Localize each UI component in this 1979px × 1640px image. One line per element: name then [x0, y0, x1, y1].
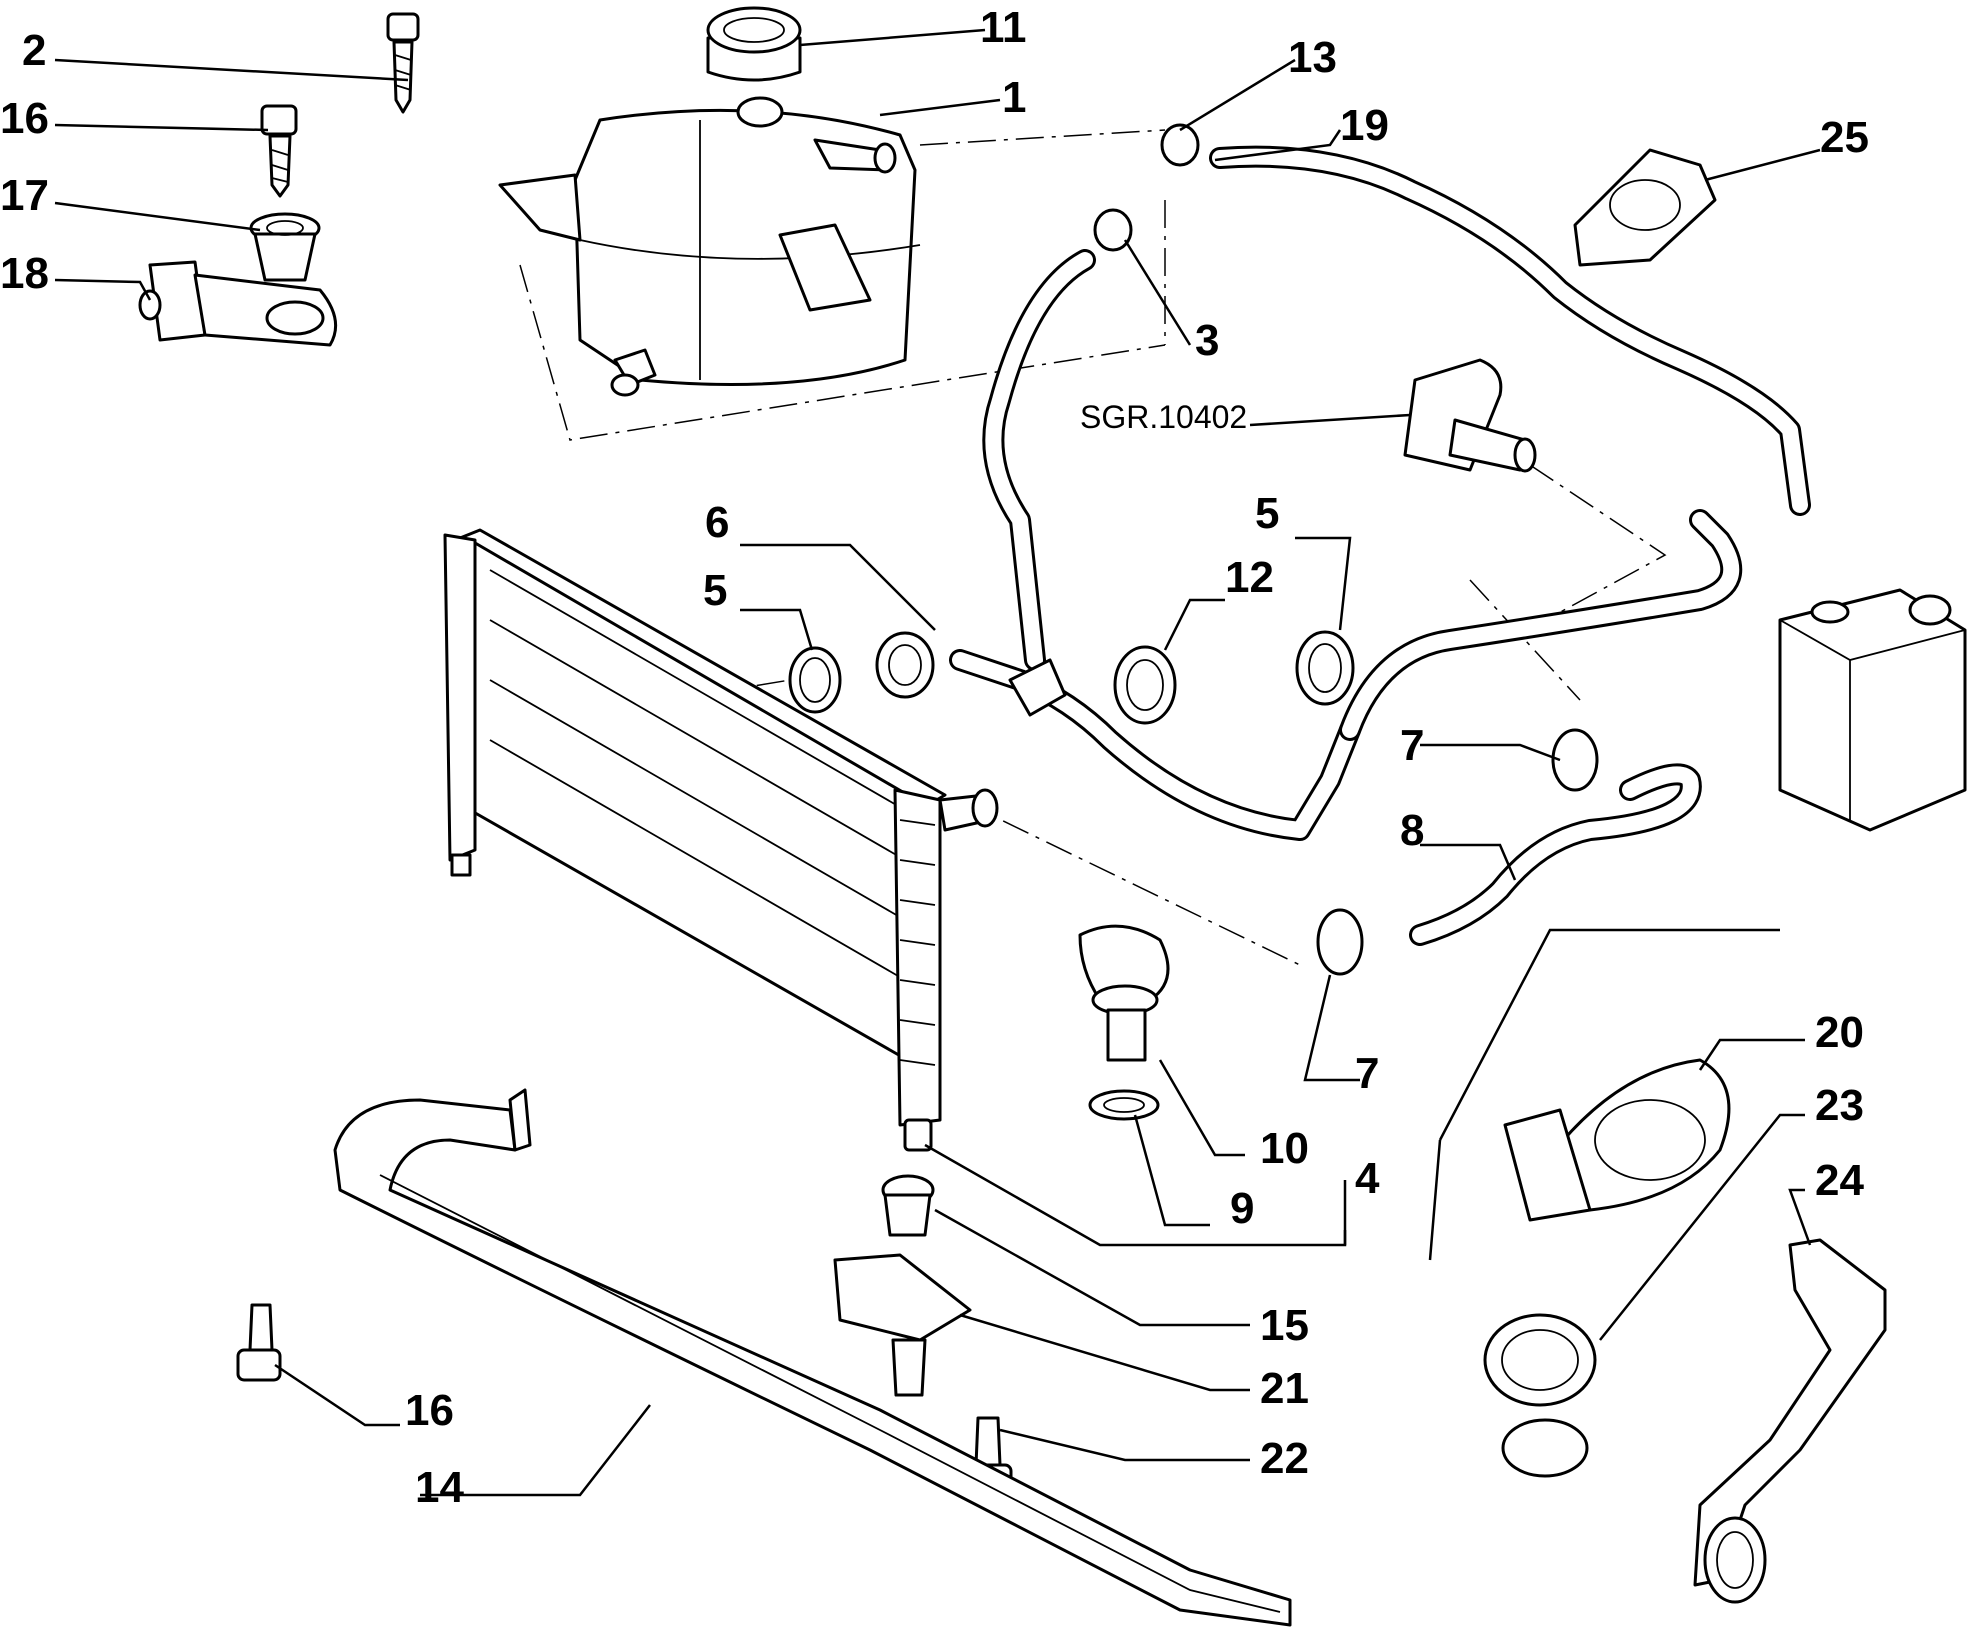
label-part-17: 17 — [0, 171, 49, 220]
crossmember-14 — [333, 1088, 1292, 1627]
seal-9 — [1088, 1089, 1160, 1121]
label-part-24: 24 — [1815, 1156, 1864, 1205]
label-part-22: 22 — [1260, 1434, 1309, 1483]
label-part-23: 23 — [1815, 1081, 1864, 1130]
bolt-16-top — [260, 104, 298, 198]
clamp-20 — [1503, 1058, 1731, 1222]
grommet-17 — [249, 212, 321, 282]
label-part-5-left: 5 — [703, 566, 727, 615]
label-part-11: 11 — [980, 3, 1027, 52]
clamp-3 — [1093, 208, 1133, 252]
label-part-2: 2 — [22, 26, 46, 75]
thermostat-housing — [1403, 358, 1537, 473]
filler-cap — [706, 6, 802, 82]
label-part-15: 15 — [1260, 1301, 1309, 1350]
label-part-16-bottom: 16 — [405, 1386, 454, 1435]
hose-3 — [982, 249, 1096, 671]
hose-8 — [1409, 763, 1702, 946]
label-part-1: 1 — [1002, 73, 1026, 122]
label-part-14: 14 — [415, 1463, 464, 1512]
label-ref-sgr-10402: SGR.10402 — [1080, 399, 1247, 435]
bracket-18 — [138, 260, 338, 347]
label-part-5-right: 5 — [1255, 489, 1279, 538]
label-part-13: 13 — [1288, 33, 1337, 82]
label-part-7-lower: 7 — [1355, 1049, 1379, 1098]
clip-25 — [1573, 148, 1717, 267]
bolt-16-bottom — [236, 1303, 282, 1382]
hose-upper-right — [1339, 509, 1743, 741]
label-part-4: 4 — [1355, 1154, 1380, 1203]
hose-19 — [1209, 145, 1811, 516]
label-part-3: 3 — [1195, 316, 1219, 365]
leader-lines — [54, 28, 1821, 1497]
clamp-23 — [1483, 1313, 1597, 1478]
clamp-13 — [1160, 123, 1200, 167]
drain-plug-10 — [1078, 924, 1170, 1062]
bracket-24 — [1693, 1238, 1887, 1604]
radiator — [443, 528, 999, 1152]
label-part-10: 10 — [1260, 1124, 1309, 1173]
clamp-5-left — [788, 646, 842, 714]
label-part-16-top: 16 — [0, 94, 49, 143]
label-part-20: 20 — [1815, 1008, 1864, 1057]
label-part-7-right: 7 — [1400, 721, 1424, 770]
label-part-18: 18 — [0, 249, 49, 298]
clamp-12 — [1113, 645, 1177, 725]
sensor-21 — [833, 1253, 972, 1397]
label-part-19: 19 — [1340, 101, 1389, 150]
label-part-12: 12 — [1225, 553, 1274, 602]
label-part-9: 9 — [1230, 1184, 1254, 1233]
bolt-2 — [386, 12, 420, 114]
expansion-tank — [498, 96, 921, 397]
label-part-21: 21 — [1260, 1364, 1309, 1413]
part-labels: 2 16 17 18 11 1 13 19 25 3 SGR.10402 6 5… — [0, 3, 1869, 1512]
label-part-8: 8 — [1400, 806, 1424, 855]
grommet-15 — [881, 1174, 935, 1237]
label-part-25: 25 — [1820, 113, 1869, 162]
label-part-6: 6 — [705, 498, 729, 547]
fitting-6 — [875, 631, 1067, 717]
clamp-7-right — [1551, 728, 1599, 792]
pump-block — [1778, 588, 1967, 832]
clamp-5-right — [1295, 630, 1355, 706]
clamp-7-lower — [1316, 908, 1364, 976]
